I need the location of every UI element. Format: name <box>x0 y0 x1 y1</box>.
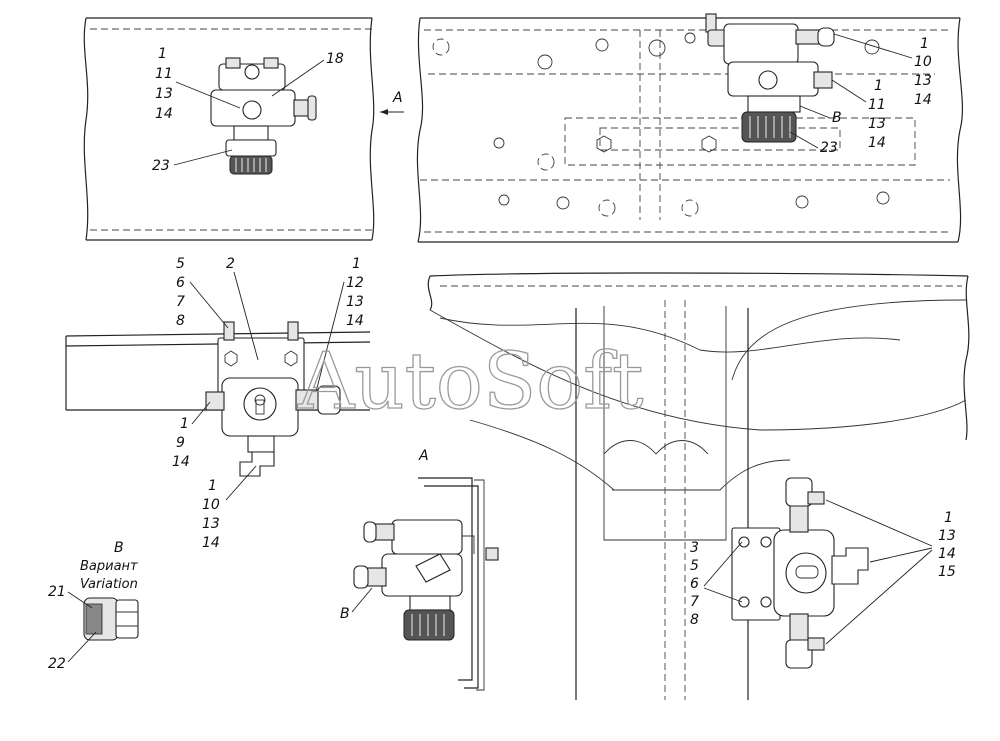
detail-b: B Вариант Variation 21 22 <box>48 540 139 672</box>
callout-ml-r-12: 12 <box>346 275 364 291</box>
callout-br-r-15: 15 <box>938 564 956 580</box>
arrow-a-label: A <box>392 90 403 106</box>
callout-br-5: 5 <box>690 558 699 574</box>
callout-tl-13: 13 <box>155 86 173 102</box>
callout-ml-bottom-stack: 1 10 13 14 <box>202 478 220 551</box>
callout-br-8: 8 <box>690 612 699 628</box>
callout-detail-21: 21 <box>48 584 66 600</box>
callout-ml-b-14: 14 <box>202 535 220 551</box>
callout-tr-1: 1 <box>920 36 929 52</box>
callout-ml-left-bottom-stack: 1 9 14 <box>172 416 190 470</box>
view-top-right: 1 10 13 14 1 11 13 14 B 23 <box>416 13 963 243</box>
valve-middle-left <box>205 377 341 477</box>
callout-tl-11: 11 <box>155 66 173 82</box>
callout-ml-5: 5 <box>176 256 185 272</box>
callout-tr-23: 23 <box>820 140 838 156</box>
frame-holes <box>432 32 890 217</box>
callout-tl-1: 1 <box>158 46 167 62</box>
callout-br-r-1: 1 <box>944 510 953 526</box>
callout-tr-mid-14: 14 <box>868 135 886 151</box>
view-bottom-right: 3 5 6 7 8 1 13 14 15 <box>427 272 970 700</box>
valve-top-right <box>705 13 835 143</box>
callout-tr-14: 14 <box>914 92 932 108</box>
callout-ml-lb-1: 1 <box>180 416 189 432</box>
view-arrow-a: A <box>380 90 404 115</box>
detail-b-title: B <box>114 540 124 556</box>
view-top-left: 1 11 13 14 18 23 A <box>83 17 404 241</box>
callout-ml-right-top-stack: 1 12 13 14 <box>346 256 364 329</box>
callout-tl-stack: 1 11 13 14 <box>155 46 173 122</box>
callout-br-r-14: 14 <box>938 546 956 562</box>
callout-tr-10: 10 <box>914 54 932 70</box>
fitting-detail <box>83 597 139 641</box>
callout-tr-mid-13: 13 <box>868 116 886 132</box>
view-a-label: A <box>418 448 429 464</box>
callout-ml-b-1: 1 <box>208 478 217 494</box>
callout-ml-left-top-stack: 5 6 7 8 <box>176 256 185 329</box>
callout-br-6: 6 <box>690 576 699 592</box>
detail-b-ru: Вариант <box>80 559 138 574</box>
detail-b-en: Variation <box>80 577 138 592</box>
callout-ml-7: 7 <box>176 294 185 310</box>
callout-br-center-stack: 3 5 6 7 8 <box>690 540 699 628</box>
callout-tl-14: 14 <box>155 106 173 122</box>
view-middle-left: 5 6 7 8 2 1 12 13 14 1 9 14 1 10 13 14 <box>65 256 371 551</box>
valve-bottom-right <box>773 477 869 669</box>
valve-view-a <box>353 519 499 641</box>
callout-detail-22: 22 <box>48 656 66 672</box>
callout-view-a-b: B <box>340 606 350 622</box>
callout-br-right-stack: 1 13 14 15 <box>938 510 956 580</box>
callout-ml-2: 2 <box>226 256 235 272</box>
callout-tr-mid-stack: 1 11 13 14 <box>868 78 886 151</box>
callout-tr-mid-11: 11 <box>868 97 886 113</box>
callout-ml-b-13: 13 <box>202 516 220 532</box>
callout-ml-8: 8 <box>176 313 185 329</box>
callout-ml-lb-9: 9 <box>176 435 185 451</box>
view-a: A B <box>340 448 499 691</box>
callout-tl-23: 23 <box>152 158 170 174</box>
callout-br-3: 3 <box>690 540 699 556</box>
callout-br-7: 7 <box>690 594 699 610</box>
callout-ml-r-14: 14 <box>346 313 364 329</box>
mounting-plate <box>731 527 781 621</box>
callout-ml-lb-14: 14 <box>172 454 190 470</box>
valve-top-left <box>210 57 317 175</box>
callout-tr-13: 13 <box>914 73 932 89</box>
callout-ml-b-10: 10 <box>202 497 220 513</box>
callout-ml-r-1: 1 <box>352 256 361 272</box>
callout-tr-top-stack: 1 10 13 14 <box>914 36 932 108</box>
callout-ml-6: 6 <box>176 275 185 291</box>
callout-tr-mid-1: 1 <box>874 78 883 94</box>
watermark: AutoSoft <box>297 337 643 427</box>
callout-br-r-13: 13 <box>938 528 956 544</box>
callout-tl-18: 18 <box>326 51 344 67</box>
callout-tr-b: B <box>832 110 842 126</box>
callout-ml-r-13: 13 <box>346 294 364 310</box>
